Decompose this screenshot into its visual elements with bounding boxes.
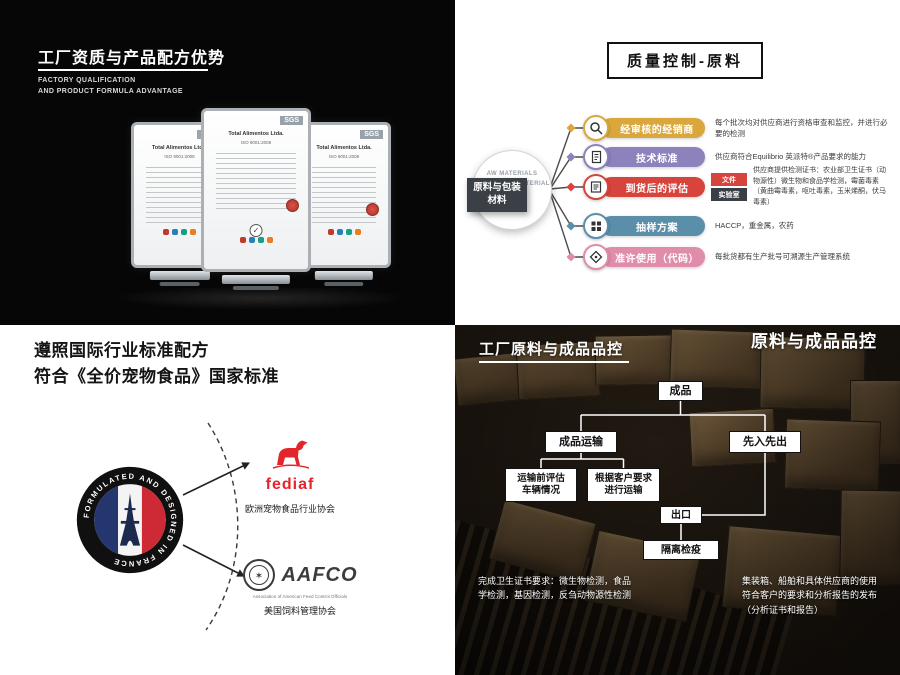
step-pill: 抽样方案 — [601, 216, 705, 236]
step-note: 供应商提供检测证书：农业部卫生证书（动物源性）微生物和食品学检测，霉菌毒素（黄曲… — [753, 167, 886, 206]
flow-per-customer-transport: 根据客户要求 进行运输 — [587, 468, 660, 502]
sgs-logo: SGS — [280, 116, 303, 125]
aafco-wordmark-row: ✶ AAFCO — [238, 558, 362, 592]
note-container-requirements: 集装箱、船舶和具体供应商的使用符合客户的要求和分析报告的发布（分析证书和报告） — [742, 576, 878, 615]
title-underline — [38, 69, 208, 71]
flow-export: 出口 — [660, 506, 702, 524]
certificate-code: ISO 9001:2008 — [164, 154, 195, 159]
flow-finished-goods: 成品 — [658, 381, 703, 401]
step-pill: 准许使用（代码） — [601, 247, 705, 267]
qc-step-technical-standard: 技术标准 供应商符合Equilibrio 英派特®产品要求的能力 — [583, 144, 890, 170]
finished-goods-qc-panel: 原料与成品品控 工厂原料与成品品控 成品 成品运输 先入先出 运输前评估 车辆情… — [455, 325, 900, 675]
flow-pre-transport-check: 运输前评估 车辆情况 — [505, 468, 577, 502]
tag-laboratory: 实验室 — [711, 188, 747, 201]
flow-transport: 成品运输 — [545, 431, 617, 453]
accreditation-logos — [204, 237, 308, 243]
stand-base — [221, 275, 291, 284]
stand-foot — [324, 282, 364, 286]
aafco-caption-en: Association of American Feed Control Off… — [252, 594, 348, 599]
hub-label-zh: 原料与包装材料 — [467, 178, 527, 212]
svg-text:✶: ✶ — [255, 571, 263, 582]
red-seal-icon — [366, 203, 379, 217]
certificate-text-lines — [216, 153, 296, 209]
stand-foot — [159, 282, 200, 286]
france-badge: FORMULATED AND DESIGNED IN FRANCE — [76, 466, 184, 574]
aafco-logo-block: ✶ AAFCO Association of American Feed Con… — [238, 558, 362, 617]
standards-headline-2: 符合《全价宠物食品》国家标准 — [34, 367, 279, 386]
flow-quarantine: 隔离检疫 — [643, 540, 719, 560]
stand-base — [149, 271, 210, 280]
panel-subtitle-en: FACTORY QUALIFICATION AND PRODUCT FORMUL… — [38, 77, 183, 95]
panel-title: 工厂资质与产品配方优势 — [38, 50, 226, 67]
section-title: 质量控制-原料 — [607, 42, 763, 79]
panel-title-left: 工厂原料与成品品控 — [479, 341, 624, 358]
certificate-text-lines — [312, 167, 376, 223]
tag-document: 文件 — [711, 173, 747, 186]
certificate-title: Total Alimentos Ltda. — [228, 131, 284, 137]
accreditation-logos — [300, 229, 388, 235]
stand-base — [314, 271, 374, 280]
certificate-stand: SGS Total Alimentos Ltda. ISO 9001:2008 — [201, 108, 311, 294]
certificate-frame: SGS Total Alimentos Ltda. ISO 9001:2008 — [201, 108, 311, 272]
step-note: 每个批次均对供应商进行资格审查和监控，并进行必要的检测 — [715, 117, 888, 138]
grid-icon — [583, 213, 609, 239]
checklist-icon — [583, 174, 609, 200]
association-arrows — [182, 422, 250, 631]
aafco-wordmark: AAFCO — [281, 563, 358, 586]
certificate-title: Total Alimentos Ltda. — [151, 145, 208, 151]
flow-connectors — [549, 123, 585, 262]
stand-foot — [232, 286, 280, 290]
qc-step-release-code: 准许使用（代码） 每批货都有生产批号可溯源生产管理系统 — [583, 244, 890, 270]
fediaf-logo-block: fediaf 欧洲宠物食品行业协会 — [235, 435, 345, 515]
aafco-emblem-icon: ✶ — [243, 559, 276, 591]
certificate-frame: SGS Total Alimentos Ltda. ISO 9001:2008 — [297, 122, 391, 268]
fediaf-caption: 欧洲宠物食品行业协会 — [244, 504, 335, 514]
step-tags: 文件 实验室 — [711, 173, 747, 201]
step-note: 每批货都有生产批号可溯源生产管理系统 — [715, 252, 850, 262]
floor-reflection — [110, 286, 410, 310]
step-note: HACCP，重金属，农药 — [715, 221, 794, 231]
red-seal-icon — [286, 199, 299, 213]
qc-step-arrival-evaluation: 到货后的评估 文件 实验室 供应商提供检测证书：农业部卫生证书（动物源性）微生物… — [583, 167, 890, 206]
magnifier-icon — [583, 115, 609, 141]
step-pill: 技术标准 — [601, 147, 705, 167]
check-seal-icon — [249, 224, 263, 237]
step-note: 供应商符合Equilibrio 英派特®产品要求的能力 — [715, 152, 866, 162]
note-health-certificate: 完成卫生证书要求：微生物检测，食品学检测，基因检测，反刍动物源性检测 — [478, 576, 632, 601]
certificate-title: Total Alimentos Ltda. — [316, 145, 372, 151]
standards-headline-1: 遵照国际行业标准配方 — [34, 341, 209, 360]
standards-panel: 遵照国际行业标准配方 符合《全价宠物食品》国家标准 FORMULATED — [0, 325, 455, 675]
french-flag — [94, 484, 166, 556]
aafco-caption: 美国饲料管理协会 — [263, 606, 336, 616]
flow-fifo: 先入先出 — [729, 431, 801, 453]
flowchart-connectors — [540, 401, 766, 540]
accreditation-logos — [134, 229, 225, 235]
quality-control-panel: 质量控制-原料 AW MATERIALS PACKAGING MATERIAL … — [455, 0, 900, 325]
qc-step-audited-dealers: 经审核的经销商 每个批次均对供应商进行资格审查和监控，并进行必要的检测 — [583, 115, 890, 141]
step-pill: 到货后的评估 — [601, 177, 705, 197]
title-underline — [479, 361, 629, 363]
qc-step-sampling-plan: 抽样方案 HACCP，重金属，农药 — [583, 213, 890, 239]
fediaf-dog-icon — [272, 440, 310, 469]
sgs-logo: SGS — [360, 130, 383, 139]
certificate-code: ISO 9001:2008 — [240, 140, 272, 145]
document-icon — [583, 144, 609, 170]
fediaf-wordmark: fediaf — [265, 476, 315, 493]
step-pill: 经审核的经销商 — [601, 118, 705, 138]
certificate-code: ISO 9001:2008 — [328, 154, 360, 159]
panel-title-right: 原料与成品品控 — [751, 332, 877, 351]
factory-qualification-panel: 工厂资质与产品配方优势 FACTORY QUALIFICATION AND PR… — [0, 0, 455, 325]
eiffel-tower-icon — [119, 493, 141, 546]
certificate-stand: SGS Total Alimentos Ltda. ISO 9001:2008 — [297, 122, 391, 290]
code-tag-icon — [583, 244, 609, 270]
